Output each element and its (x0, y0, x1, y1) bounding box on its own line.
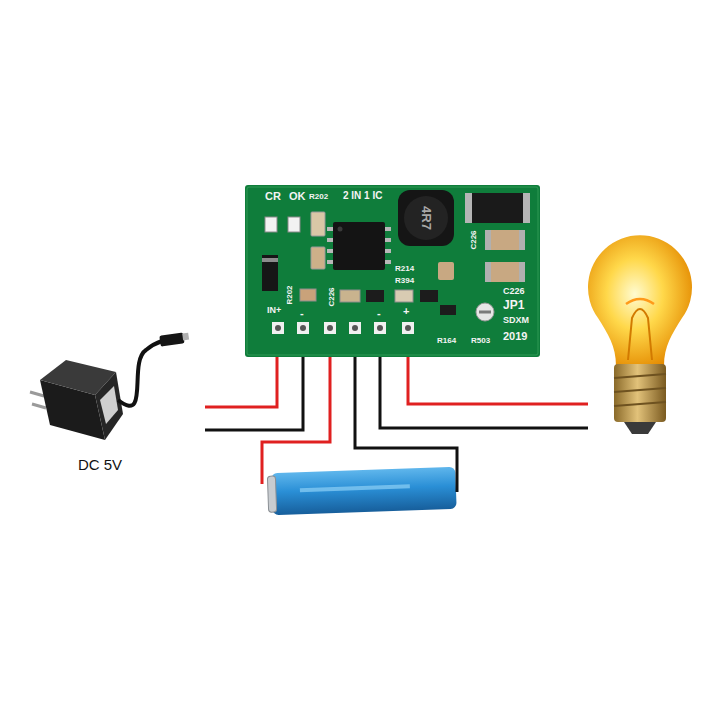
silk-label: SDXM (503, 316, 529, 325)
silk-label: DC 5V (78, 457, 122, 472)
silk-label: + (403, 306, 409, 317)
silk-label: R202 (309, 193, 328, 201)
silk-label: R503 (471, 337, 490, 345)
silk-label: - (377, 308, 381, 319)
light-bulb (588, 235, 692, 434)
wires (262, 357, 588, 492)
battery (267, 467, 456, 516)
silk-label: C226 (503, 287, 525, 296)
silk-label: JP1 (503, 299, 524, 311)
silk-label: R394 (395, 277, 414, 285)
power-wire (205, 357, 303, 430)
silk-label: C226 (470, 230, 478, 249)
power-adapter (30, 332, 189, 440)
power-adapter-box: DC 5V (25, 325, 205, 480)
silk-label: - (300, 308, 304, 319)
silk-label: 2 IN 1 IC (343, 191, 382, 201)
circuit-board (245, 185, 540, 357)
silk-label: R214 (395, 265, 414, 273)
silk-label: OK (289, 191, 306, 202)
silk-label: IN+ (267, 306, 281, 315)
silk-label: R164 (437, 337, 456, 345)
silk-label: CR (265, 191, 281, 202)
silk-label: R202 (286, 285, 294, 304)
silk-label: 2019 (503, 331, 527, 342)
silk-label: C226 (328, 287, 336, 306)
power-wire (205, 357, 277, 407)
circuit-board: CROKR2022 IN 1 IC4R7C226R214R394C226JP1S… (245, 185, 540, 357)
silk-label: 4R7 (420, 206, 433, 230)
